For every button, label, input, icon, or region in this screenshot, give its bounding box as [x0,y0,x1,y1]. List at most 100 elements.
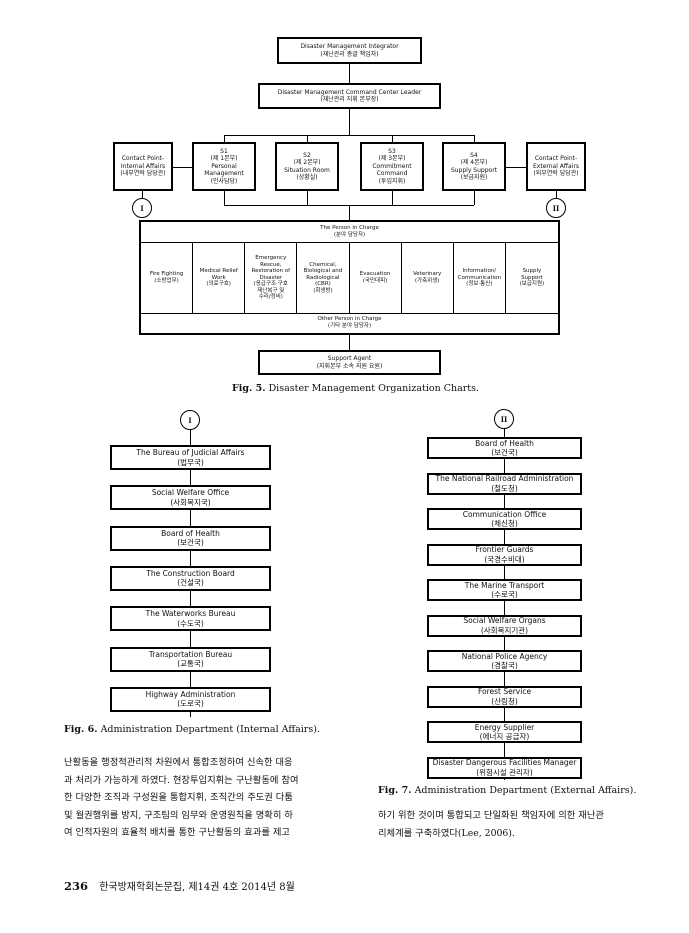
body-line: 한 다양한 조직과 구성원을 통합지휘, 조직간의 주도권 다툼 [64,792,293,804]
field-cell-line: Evacuation [359,271,391,278]
fig7-department-box: The National Railroad Administration(철도청… [427,472,582,495]
department-label: Communication Office [462,509,547,519]
fig7-caption: Fig. 7. Administration Department (Exter… [378,785,636,796]
field-cell-line: (가축위생) [414,278,440,284]
fig7-department-box: Frontier Guards(국경수비대) [427,543,582,566]
leader-box: Disaster Management Command Center Leade… [258,83,441,109]
field-cell-line: Fire Fighting [149,271,184,278]
department-label: Forest Service [477,687,532,697]
section-name-ko: (보급지원) [460,174,488,181]
field-cell-line: Veterinary [412,271,442,278]
field-cell-line: Work [211,274,226,281]
fig7-department-box: Energy Supplier(에너지 공급자) [427,721,582,743]
section-name-ko: (상황실) [296,174,318,181]
section-name: Situation Room [284,166,330,174]
field-cell-line: Restoration of [251,268,291,275]
body-line: 난활동을 행정적관리적 차원에서 통합조정하여 신속한 대응 [64,757,293,768]
fig7-department-box: Social Welfare Organs(사회복지기관) [427,614,582,637]
department-label: The Marine Transport [464,580,545,590]
contact-internal-line1: Contact Point- [121,155,165,163]
section-code: S4 [470,151,478,159]
circle-marker-right: II [546,198,566,218]
department-label-ko: (체신청) [491,519,518,528]
field-cell: Fire Fighting(소방업무) [141,243,194,313]
section-name-ko: (투입지휘) [378,177,406,185]
support-agent-label: Support Agent [327,355,372,362]
fig7-department-box: Board of Health(보건국) [427,437,582,459]
contact-internal-ko: (내부연락 담당관) [120,170,166,178]
section-name: Personal [211,162,237,170]
section-code-ko: (제 4본부) [460,159,488,166]
fig6-department-box: The Waterworks Bureau(수도국) [110,606,271,632]
field-cell-line: (의료구호) [206,281,231,288]
field-cell-line: Chemical, [309,261,337,268]
fig7-department-box: The Marine Transport(수로국) [427,579,582,601]
support-agent-label-ko: (지휘본부 소속 지원 요원) [316,362,383,370]
department-label-ko: (위험시설 관리자) [476,767,533,777]
department-label-ko: (경찰국) [491,661,518,670]
fig6-circle-marker: I [180,410,200,430]
section-name: Commitment [372,162,412,170]
section-code: S2 [303,151,311,159]
field-cell-line: 수리/정비) [258,294,283,301]
department-label-ko: (교통국) [177,659,204,668]
integrator-label-ko: (재난관리 총괄 책임자) [320,50,379,58]
integrator-box: Disaster Management Integrator (재난관리 총괄 … [277,37,422,64]
contact-external-line1: Contact Point- [534,155,578,163]
other-person-label-ko: (기타 분야 담당자) [327,323,372,329]
department-label: Energy Supplier [474,722,535,732]
section-name: Management [204,170,244,178]
body-line: 리체계를 구축하였다(Lee, 2006). [378,827,515,839]
section-code-ko: (제 2본부) [293,159,321,166]
section-box-s4: S4 (제 4본부) Supply Support (보급지원) [442,142,506,191]
person-in-charge-header: The Person in Charge (분야 담당자) [141,222,558,243]
department-label-ko: (법무국) [177,457,204,467]
other-person-label: Other Person in Charge [317,316,382,323]
department-label-ko: (보건국) [491,448,518,457]
fig5-caption: Fig. 5. Disaster Management Organization… [232,383,479,394]
section-code: S1 [220,147,228,155]
body-text-left: 난활동을 행정적관리적 차원에서 통합조정하여 신속한 대응 과 처리가 가능하… [64,754,299,842]
department-label-ko: (수로국) [491,590,518,599]
fig6-caption: Fig. 6. Administration Department (Inter… [64,724,320,735]
section-name: Supply Support [450,166,498,174]
field-cell-line: (화생방) [313,287,333,294]
department-label: Social Welfare Organs [463,616,546,626]
section-code-ko: (제 3본부) [378,155,406,163]
fig7-caption-text: Administration Department (External Affa… [414,785,637,796]
department-label-ko: (도로국) [177,699,204,709]
section-code: S3 [388,147,396,155]
field-cell: Information/Communication(정보·통신) [454,243,506,313]
department-label: Transportation Bureau [148,649,233,659]
body-text-right: 하기 위한 것이며 통합되고 단일화된 책임자에 의한 재난관 리체계를 구축하… [378,807,604,842]
leader-label-ko: (재난관리 지휘 본부장) [320,96,379,103]
fig6-caption-label: Fig. 6. [64,724,98,735]
fig6-department-box: Highway Administration(도로국) [110,686,271,712]
field-cell-line: Biological and [303,268,343,275]
section-box-s3: S3 (제 3본부) Commitment Command (투입지휘) [360,142,424,191]
journal-info: 한국방재학회논문집, 제14권 4호 2014년 8월 [99,882,295,893]
person-in-charge-table: The Person in Charge (분야 담당자) Fire Fight… [139,220,560,335]
field-cell-line: Medical Relief [199,268,238,275]
circle-marker-left: I [132,198,152,218]
contact-external-line2: External Affairs [533,162,579,170]
department-label-ko: (사회복지기관) [480,625,529,635]
person-in-charge-label-ko: (분야 담당자) [333,232,366,238]
support-agent-box: Support Agent (지휘본부 소속 지원 요원) [258,350,441,375]
body-line: 과 처리가 가능하게 하였다. 현장투입지휘는 구난활동에 참여 [64,774,299,786]
fig6-department-box: Social Welfare Office(사회복지국) [110,485,271,511]
contact-external-ko: (외부연락 담당관) [533,170,579,178]
department-label-ko: (수도국) [177,618,204,628]
department-label: The Construction Board [146,569,235,579]
leader-label: Disaster Management Command Center Leade… [277,88,422,96]
fig6-caption-text: Administration Department (Internal Affa… [100,724,320,735]
body-line: 및 월권행위를 방지, 구조팀의 임무와 운영원칙을 명확히 하 [64,809,293,821]
fig5-caption-label: Fig. 5. [232,383,266,394]
section-box-s2: S2 (제 2본부) Situation Room (상황실) [275,142,339,191]
fig7-department-box: Disaster Dangerous Facilities Manager(위험… [427,756,582,779]
